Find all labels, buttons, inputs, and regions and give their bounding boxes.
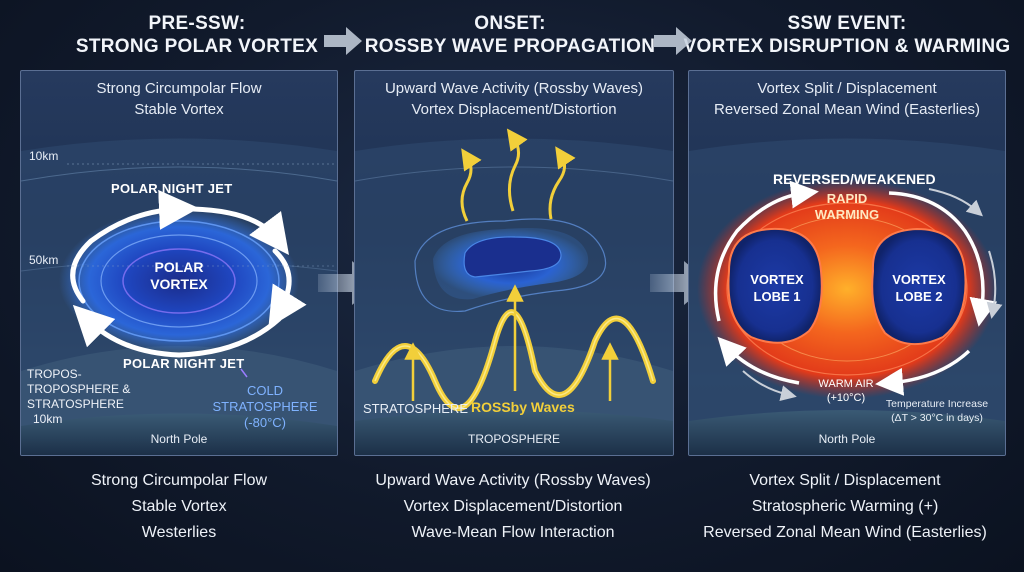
rapid-line1: RAPID bbox=[826, 191, 868, 206]
warm-line1: WARM AIR bbox=[818, 378, 874, 390]
altitude-10km-label: 10km bbox=[29, 149, 59, 163]
stage-title-line2: STRONG POLAR VORTEX bbox=[75, 36, 319, 57]
warm-line2: (+10°C) bbox=[826, 392, 866, 404]
north-pole-label: North Pole bbox=[150, 432, 208, 446]
panel3-top-line1: Vortex Split / Displacement bbox=[757, 80, 937, 97]
summary-item: Stratospheric Warming (+) bbox=[751, 498, 939, 515]
summary-onset: Upward Wave Activity (Rossby Waves) Vort… bbox=[348, 468, 678, 546]
summary-item: Wave-Mean Flow Interaction bbox=[411, 524, 615, 541]
altitude-50km-label: 50km bbox=[29, 253, 59, 267]
polar-vortex-label: POLAR VORTEX bbox=[139, 259, 219, 293]
stage-title-line2: VORTEX DISRUPTION & WARMING bbox=[683, 36, 1011, 57]
panel2-top-line2: Vortex Displacement/Distortion bbox=[411, 101, 617, 118]
rapid-warming-label: RAPID WARMING bbox=[797, 191, 897, 223]
panel1-top-line1: Strong Circumpolar Flow bbox=[96, 80, 262, 97]
summary-item: Vortex Split / Displacement bbox=[749, 472, 941, 489]
rossby-wave-diagram bbox=[355, 128, 673, 455]
stage-title-onset: ONSET: ROSSBY WAVE PROPAGATION bbox=[345, 12, 675, 58]
lobe2-line1: VORTEX bbox=[892, 272, 946, 287]
stage-title-line2: ROSSBY WAVE PROPAGATION bbox=[364, 36, 656, 57]
stage-title-line1: PRE-SSW: bbox=[148, 13, 246, 34]
troposphere-label: TROPOSPHERE bbox=[467, 432, 560, 446]
summary-item: Strong Circumpolar Flow bbox=[90, 472, 268, 489]
polar-night-jet-label-bottom: POLAR NIGHT JET bbox=[123, 356, 245, 371]
tropo-line3: STRATOSPHERE bbox=[27, 397, 124, 411]
polar-vortex-line1: POLAR bbox=[154, 259, 204, 275]
cold-line1: COLD STRATOSPHERE bbox=[212, 383, 318, 414]
panel1-top-line2: Stable Vortex bbox=[134, 101, 224, 118]
temp-line2: (ΔT > 30°C in days) bbox=[891, 412, 983, 424]
stratosphere-label: STRATOSPHERE bbox=[363, 401, 468, 416]
tropo-line2: TROPOSPHERE & bbox=[27, 382, 131, 396]
temp-line1: Temperature Increase bbox=[885, 398, 989, 410]
stage-title-ssw-event: SSW EVENT: VORTEX DISRUPTION & WARMING bbox=[682, 12, 1012, 58]
cold-stratosphere-label: COLD STRATOSPHERE (-80°C) bbox=[193, 383, 337, 431]
summary-pre-ssw: Strong Circumpolar Flow Stable Vortex We… bbox=[14, 468, 344, 546]
arrow-right-icon bbox=[324, 27, 362, 55]
stage-title-line1: ONSET: bbox=[474, 13, 546, 34]
summary-item: Vortex Displacement/Distortion bbox=[403, 498, 623, 515]
rapid-line2: WARMING bbox=[814, 207, 880, 222]
reversed-weakened-label: REVERSED/WEAKENED bbox=[773, 171, 936, 187]
summary-item: Reversed Zonal Mean Wind (Easterlies) bbox=[703, 524, 987, 541]
tropo-line1: TROPOS- bbox=[27, 367, 82, 381]
rossby-waves-label: ROSSby Waves bbox=[471, 399, 575, 415]
cold-line2: (-80°C) bbox=[243, 415, 287, 430]
vortex-lobe-2-label: VORTEX LOBE 2 bbox=[879, 271, 959, 305]
panel3-top-line2: Reversed Zonal Mean Wind (Easterlies) bbox=[714, 101, 980, 118]
temperature-increase-label: Temperature Increase (ΔT > 30°C in days) bbox=[873, 397, 1001, 425]
stage-title-line1: SSW EVENT: bbox=[787, 13, 907, 34]
summary-item: Upward Wave Activity (Rossby Waves) bbox=[375, 472, 651, 489]
panel-ssw-event: Vortex Split / Displacement Reversed Zon… bbox=[688, 70, 1006, 456]
polar-vortex-line2: VORTEX bbox=[150, 276, 208, 292]
lobe1-line1: VORTEX bbox=[750, 272, 804, 287]
vortex-split-diagram bbox=[689, 138, 1005, 455]
tropo-line4: 10km bbox=[33, 412, 63, 426]
warm-air-label: WARM AIR (+10°C) bbox=[801, 377, 891, 405]
panel-pre-ssw: Strong Circumpolar Flow Stable Vortex 10… bbox=[20, 70, 338, 456]
panel-onset: Upward Wave Activity (Rossby Waves) Vort… bbox=[354, 70, 674, 456]
panel2-top-line1: Upward Wave Activity (Rossby Waves) bbox=[384, 80, 644, 97]
stage-title-pre-ssw: PRE-SSW: STRONG POLAR VORTEX bbox=[32, 12, 362, 58]
north-pole-label: North Pole bbox=[818, 432, 876, 446]
vortex-lobe-1-label: VORTEX LOBE 1 bbox=[739, 271, 815, 305]
summary-item: Westerlies bbox=[141, 524, 217, 541]
polar-night-jet-label-top: POLAR NIGHT JET bbox=[111, 181, 233, 196]
lobe1-line2: LOBE 1 bbox=[753, 289, 801, 304]
summary-ssw-event: Vortex Split / Displacement Stratospheri… bbox=[680, 468, 1010, 546]
arrow-right-icon bbox=[654, 27, 692, 55]
polar-vortex-diagram bbox=[21, 138, 337, 455]
summary-item: Stable Vortex bbox=[131, 498, 227, 515]
lobe2-line2: LOBE 2 bbox=[895, 289, 943, 304]
troposphere-stratosphere-label: TROPOS- TROPOSPHERE & STRATOSPHERE 10km bbox=[27, 367, 130, 427]
